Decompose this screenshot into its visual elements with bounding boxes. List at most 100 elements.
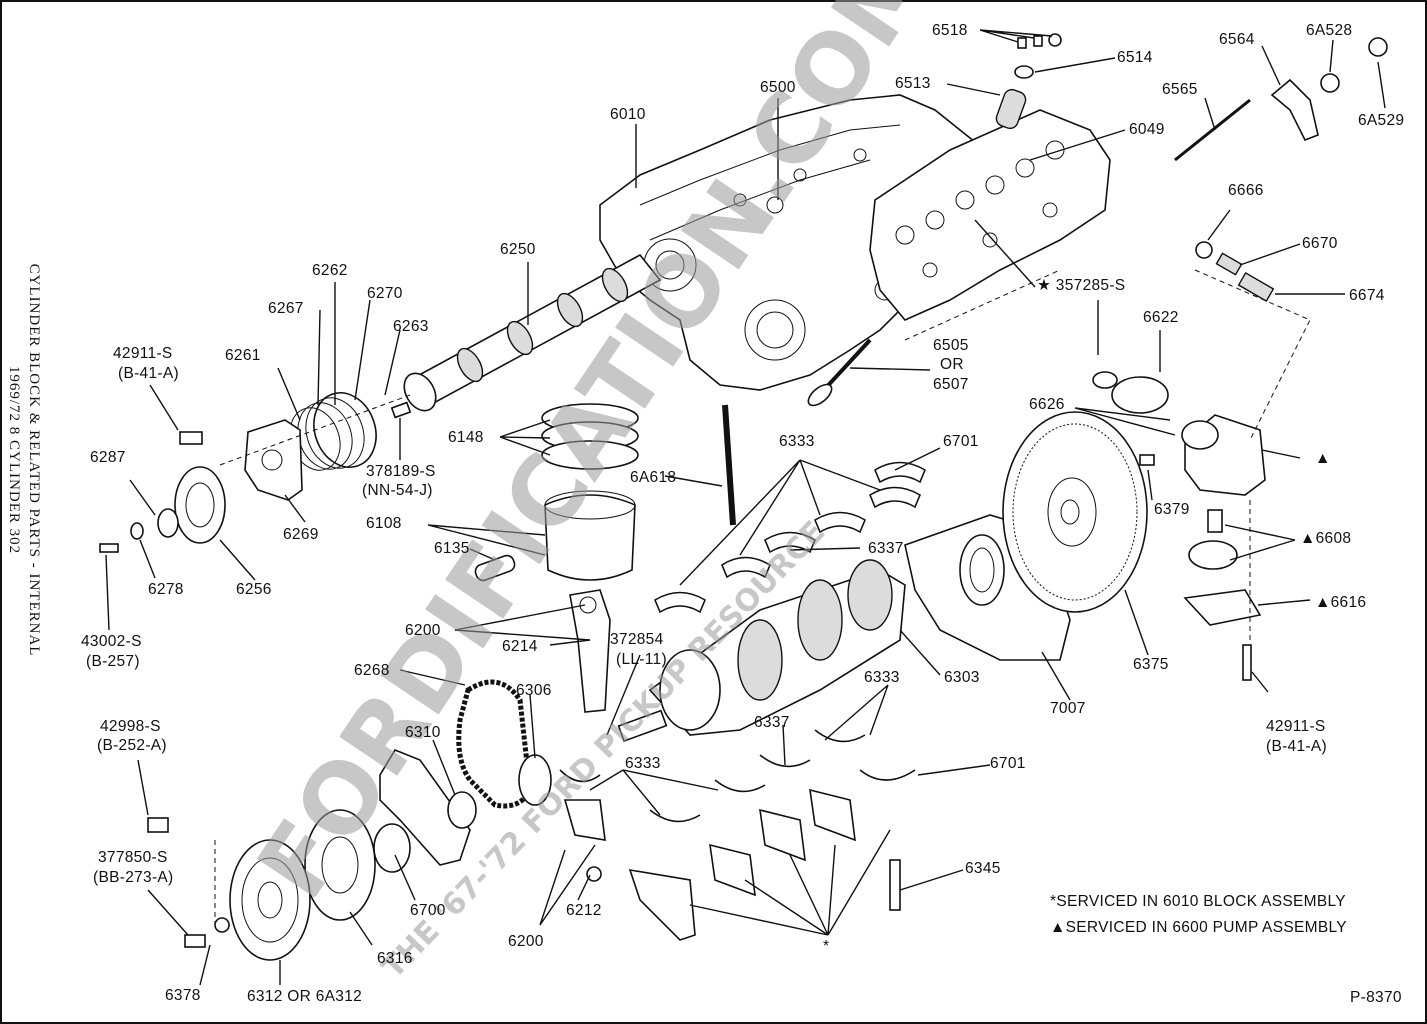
part-label-6010: 6010 — [610, 106, 646, 123]
part-label-B-41-A-bot: (B-41-A) — [1266, 738, 1327, 755]
part-label-6A529: 6A529 — [1358, 112, 1404, 129]
part-label-B-257: (B-257) — [86, 653, 140, 670]
part-label-7007: 7007 — [1050, 700, 1086, 717]
distributor-gear-illustration — [289, 392, 412, 471]
part-label-6500: 6500 — [760, 79, 796, 96]
part-label-43002-S: 43002-S — [81, 633, 142, 650]
part-label-6333-mid: 6333 — [864, 669, 900, 686]
part-label-6701-bot: 6701 — [990, 755, 1026, 772]
damper-pulley-illustration — [147, 809, 376, 961]
part-label-LL-11: (LL-11) — [616, 651, 667, 668]
valve-spring-illustration — [995, 33, 1062, 130]
part-label-6507: 6507 — [933, 376, 969, 393]
part-label-6261: 6261 — [225, 347, 261, 364]
note-block-assembly: *SERVICED IN 6010 BLOCK ASSEMBLY — [1050, 893, 1346, 910]
part-label-6700: 6700 — [410, 902, 446, 919]
part-label-6701-top: 6701 — [943, 433, 979, 450]
part-label-6268: 6268 — [354, 662, 390, 679]
part-label-6514: 6514 — [1117, 49, 1153, 66]
part-label-6310: 6310 — [405, 724, 441, 741]
part-label-6375: 6375 — [1133, 656, 1169, 673]
piston-rings-illustration — [541, 403, 639, 470]
part-label-or-6505: OR — [940, 356, 964, 373]
part-label-42998-S: 42998-S — [100, 718, 161, 735]
part-label-BB-273-A: (BB-273-A) — [93, 869, 174, 886]
part-label-6337-bot: 6337 — [754, 714, 790, 731]
part-label-6049: 6049 — [1129, 121, 1165, 138]
part-label-6670: 6670 — [1302, 235, 1338, 252]
part-label-6270: 6270 — [367, 285, 403, 302]
connecting-rod-illustration — [569, 589, 611, 713]
part-label-42911-S-bot: 42911-S — [1266, 718, 1326, 735]
cylinder-head-illustration — [869, 109, 1111, 321]
part-label-6333-top: 6333 — [779, 433, 815, 450]
part-label-triangle-pump: ▲ — [1315, 450, 1331, 467]
valve-illustration — [807, 338, 872, 407]
part-label-6608: ▲6608 — [1300, 530, 1351, 547]
crankshaft-illustration — [617, 559, 906, 743]
front-cover-illustration — [373, 749, 477, 873]
part-label-6622: 6622 — [1143, 309, 1179, 326]
bearing-shells-illustration — [559, 461, 927, 823]
part-label-6135: 6135 — [434, 540, 470, 557]
flywheel-illustration — [1002, 411, 1148, 613]
part-label-6505: 6505 — [933, 337, 969, 354]
part-label-6200-top: 6200 — [405, 622, 441, 639]
part-label-6148: 6148 — [448, 429, 484, 446]
side-title-line2: 1969/72 8 CYLINDER 302 — [6, 366, 22, 554]
part-label-6626: 6626 — [1029, 396, 1065, 413]
centerline-cam — [219, 394, 411, 466]
part-label-6666: 6666 — [1228, 182, 1264, 199]
part-label-6A618: 6A618 — [630, 469, 676, 486]
part-label-6263: 6263 — [393, 318, 429, 335]
part-label-NN-54-J: (NN-54-J) — [362, 482, 433, 499]
part-label-6337-top: 6337 — [868, 540, 904, 557]
piston-illustration — [474, 404, 736, 582]
side-title-line1: CYLINDER BLOCK & RELATED PARTS - INTERNA… — [26, 264, 42, 657]
part-label-42911-S-top: 42911-S — [113, 345, 173, 362]
part-label-6306: 6306 — [516, 682, 552, 699]
part-label-6616: ▲6616 — [1315, 594, 1366, 611]
part-label-6250: 6250 — [500, 241, 536, 258]
part-label-6200-bot: 6200 — [508, 933, 544, 950]
part-label-6518: 6518 — [932, 22, 968, 39]
part-label-6256: 6256 — [236, 581, 272, 598]
part-label-6269: 6269 — [283, 526, 319, 543]
part-label-6513: 6513 — [895, 75, 931, 92]
centerline-bolt — [904, 269, 1061, 341]
part-label-6212: 6212 — [566, 902, 602, 919]
part-label-6564: 6564 — [1219, 31, 1255, 48]
rocker-arm-illustration — [1174, 37, 1388, 162]
part-labels: 6518 6514 6513 6500 6010 6049 6564 6A528… — [81, 22, 1404, 1005]
note-pump-assembly: ▲SERVICED IN 6600 PUMP ASSEMBLY — [1050, 919, 1347, 936]
part-label-6303: 6303 — [944, 669, 980, 686]
part-label-357285-S: ★ 357285-S — [1037, 277, 1125, 294]
part-label-B-41-A-top: (B-41-A) — [118, 365, 179, 382]
part-label-6262: 6262 — [312, 262, 348, 279]
part-label-6A528: 6A528 — [1306, 22, 1352, 39]
part-label-6312: 6312 OR 6A312 — [247, 988, 362, 1005]
part-label-6108: 6108 — [366, 515, 402, 532]
oil-pump-illustration — [1092, 371, 1266, 681]
camshaft-illustration — [403, 253, 662, 412]
part-label-6345: 6345 — [965, 860, 1001, 877]
part-label-378189-S: 378189-S — [366, 463, 436, 480]
part-label-6674: 6674 — [1349, 287, 1385, 304]
part-label-372854: 372854 — [610, 631, 664, 648]
part-label-6379: 6379 — [1154, 501, 1190, 518]
part-label-6267: 6267 — [268, 300, 304, 317]
cam-sprocket-illustration — [99, 431, 226, 553]
lifter-illustration — [766, 196, 1275, 303]
part-label-377850-S: 377850-S — [98, 849, 168, 866]
part-label-6278: 6278 — [148, 581, 184, 598]
drawing-number: P-8370 — [1350, 989, 1402, 1006]
part-label-6565: 6565 — [1162, 81, 1198, 98]
part-label-6333-low: 6333 — [625, 755, 661, 772]
leader-lines — [105, 29, 1386, 986]
part-label-6214: 6214 — [502, 638, 538, 655]
part-label-6378: 6378 — [165, 987, 201, 1004]
part-label-asterisk: * — [823, 938, 829, 955]
part-label-6287: 6287 — [90, 449, 126, 466]
main-bearing-caps-illustration — [563, 788, 901, 941]
